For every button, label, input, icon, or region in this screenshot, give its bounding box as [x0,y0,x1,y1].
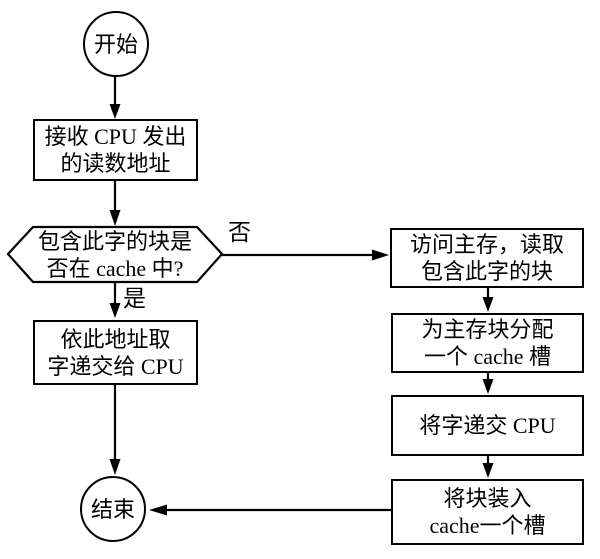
edge-fetch-end-arrowhead [109,459,121,475]
decision-line1: 包含此字的块是 [37,229,192,254]
access-memory-node: 访问主存，读取 包含此字的块 [390,228,584,288]
edge-receive-decision-arrowhead [109,210,121,226]
start-node-label: 开始 [93,31,138,57]
access-memory-line2: 包含此字的块 [420,259,553,284]
load-block-line2: cache一个槽 [429,513,546,538]
deliver-word-label: 将字递交 CPU [419,413,556,438]
allocate-slot-line1: 为主存块分配 [421,317,554,342]
allocate-slot-line2: 一个 cache 槽 [423,344,552,369]
fetch-word-line2: 字递交给 CPU [47,353,184,379]
yes-branch-label: 是 [123,286,146,311]
decision-line2: 否在 cache 中? [46,256,184,281]
edge-load-end-arrowhead [149,504,167,516]
fetch-word-line1: 依此地址取 [60,326,171,352]
load-block-node: 将块装入 cache一个槽 [391,479,584,545]
edge-allocate-deliver-arrowhead [482,379,494,394]
edge-access-allocate-arrowhead [482,297,494,312]
end-node-label: 结束 [90,496,135,522]
deliver-word-node: 将字递交 CPU [391,395,584,456]
receive-address-line1: 接收 CPU 发出 [44,124,187,149]
no-branch-label: 否 [228,220,251,245]
access-memory-line1: 访问主存，读取 [409,232,564,257]
end-node: 结束 [80,476,146,542]
receive-address-node: 接收 CPU 发出 的读数地址 [33,119,198,181]
allocate-slot-node: 为主存块分配 一个 cache 槽 [391,313,584,373]
load-block-line1: 将块装入 [443,486,532,511]
edge-decision-access-arrowhead [372,249,389,261]
edge-start-receive-arrowhead [109,104,121,119]
edge-decision-fetch-arrowhead [109,303,121,318]
decision-node: 包含此字的块是 否在 cache 中? [22,228,208,282]
edge-deliver-load-arrowhead [482,463,494,478]
receive-address-line2: 的读数地址 [60,151,171,176]
start-node: 开始 [83,11,149,77]
fetch-word-node: 依此地址取 字递交给 CPU [33,320,198,385]
